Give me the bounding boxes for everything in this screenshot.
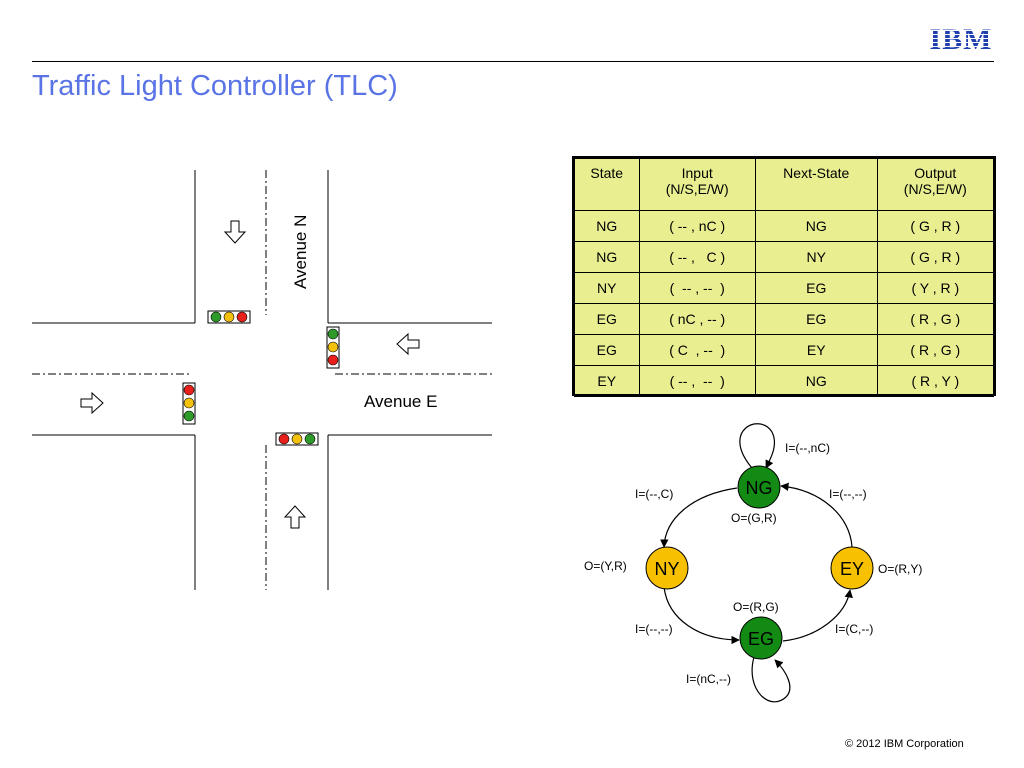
header-state: State	[574, 158, 640, 211]
edge-ng-to-ny	[660, 487, 738, 548]
edge-ey-to-ng	[780, 482, 853, 548]
avenue-e-label: Avenue E	[364, 392, 437, 411]
avenue-n-label: Avenue N	[291, 215, 310, 289]
table-cell: ( R , Y )	[876, 365, 995, 397]
header-input: Input (N/S,E/W)	[638, 158, 756, 211]
edge-ng-self-loop	[739, 423, 776, 469]
transition-label-ng-to-ny: I=(--,C)	[635, 487, 673, 501]
table-row: NY ( -- , -- ) EG ( Y , R )	[574, 272, 995, 304]
state-table: State Input (N/S,E/W) Next-State Output …	[572, 156, 996, 397]
table-row: EY ( -- , -- ) NG ( R , Y )	[574, 365, 995, 397]
transition-label-ey-to-ng: I=(--,--)	[829, 487, 867, 501]
table-cell: NG	[754, 365, 878, 397]
table-cell: ( R , G )	[876, 334, 995, 366]
header-rule	[32, 61, 994, 62]
traffic-light-south	[275, 432, 319, 446]
state-node-ey: EY	[830, 546, 874, 590]
output-label-ng: O=(G,R)	[731, 511, 777, 525]
state-label-ng: NG	[746, 478, 773, 498]
state-label-eg: EG	[748, 629, 774, 649]
traffic-light-west	[182, 382, 196, 425]
arrow-left-icon	[396, 332, 420, 356]
header-output: Output (N/S,E/W)	[876, 158, 995, 211]
arrow-down-icon	[223, 220, 247, 244]
copyright-footer: © 2012 IBM Corporation	[845, 738, 964, 750]
table-row: EG ( nC , -- ) EG ( R , G )	[574, 303, 995, 335]
transition-label-eg-self: I=(nC,--)	[686, 672, 731, 686]
transition-label-eg-to-ey: I=(C,--)	[835, 622, 873, 636]
state-node-ny: NY	[645, 546, 689, 590]
edge-ny-to-eg	[663, 586, 740, 645]
table-header-row: State Input (N/S,E/W) Next-State Output …	[574, 158, 995, 211]
table-row: NG ( -- , C ) NY ( G , R )	[574, 241, 995, 273]
table-cell: ( nC , -- )	[638, 303, 756, 335]
traffic-light-north	[207, 310, 251, 324]
table-cell: EG	[754, 303, 878, 335]
transition-label-ny-to-eg: I=(--,--)	[635, 622, 673, 636]
table-cell: EG	[574, 334, 640, 366]
table-cell: ( -- , C )	[638, 241, 756, 273]
arrow-up-icon	[283, 505, 307, 529]
state-node-ng: NG	[737, 465, 781, 509]
table-cell: EY	[574, 365, 640, 397]
output-label-ny: O=(Y,R)	[584, 559, 627, 573]
arrow-right-icon	[80, 391, 104, 415]
traffic-light-east	[326, 326, 340, 369]
page-title: Traffic Light Controller (TLC)	[32, 70, 398, 102]
table-cell: NG	[574, 241, 640, 273]
table-cell: NY	[574, 272, 640, 304]
table-cell: ( -- , -- )	[638, 365, 756, 397]
output-label-ey: O=(R,Y)	[878, 562, 922, 576]
state-label-ny: NY	[654, 559, 679, 579]
state-label-ey: EY	[840, 559, 864, 579]
table-cell: ( Y , R )	[876, 272, 995, 304]
edge-eg-to-ey	[782, 589, 853, 642]
transition-label-ng-self: I=(--,nC)	[785, 441, 830, 455]
output-label-eg: O=(R,G)	[733, 600, 779, 614]
header-next-state: Next-State	[754, 158, 878, 211]
state-node-eg: EG	[739, 616, 783, 660]
edge-eg-self-loop	[751, 656, 791, 703]
